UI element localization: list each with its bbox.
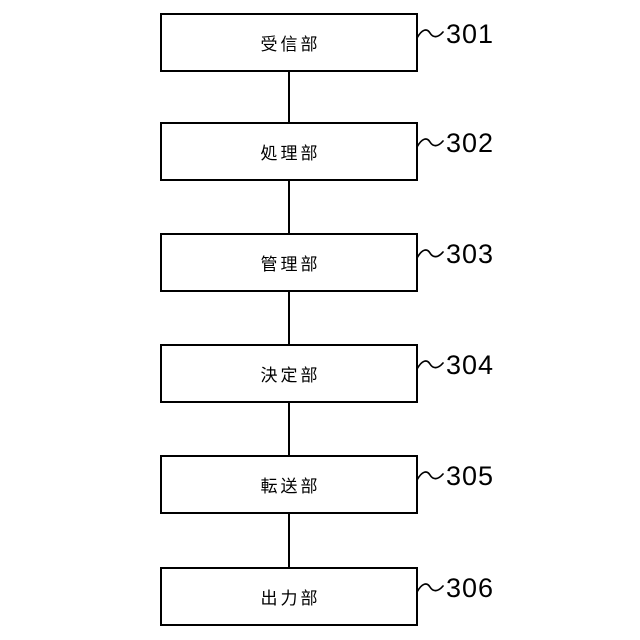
leader-squiggle-icon [416, 583, 444, 593]
ref-number-304: 304 [446, 350, 495, 380]
block-decision: 決定部 [160, 344, 418, 403]
connector-line [288, 292, 290, 344]
block-processing: 処理部 [160, 122, 418, 181]
block-transfer: 転送部 [160, 455, 418, 514]
ref-number-306: 306 [446, 573, 495, 603]
leader-squiggle-icon [416, 249, 444, 259]
ref-number-303: 303 [446, 239, 495, 269]
block-transfer-label: 転送部 [260, 477, 321, 496]
connector-line [288, 181, 290, 233]
block-reception: 受信部 [160, 13, 418, 72]
block-decision-label: 決定部 [260, 366, 321, 385]
block-reception-label: 受信部 [260, 35, 321, 54]
leader-squiggle-icon [416, 29, 444, 39]
ref-number-301: 301 [446, 19, 495, 49]
block-output-label: 出力部 [260, 589, 321, 608]
leader-squiggle-icon [416, 138, 444, 148]
connector-line [288, 514, 290, 567]
leader-squiggle-icon [416, 471, 444, 481]
leader-squiggle-icon [416, 360, 444, 370]
connector-line [288, 403, 290, 455]
ref-number-305: 305 [446, 461, 495, 491]
block-management-label: 管理部 [260, 255, 321, 274]
block-output: 出力部 [160, 567, 418, 626]
ref-number-302: 302 [446, 128, 495, 158]
connector-line [288, 72, 290, 122]
block-management: 管理部 [160, 233, 418, 292]
block-processing-label: 処理部 [260, 144, 321, 163]
